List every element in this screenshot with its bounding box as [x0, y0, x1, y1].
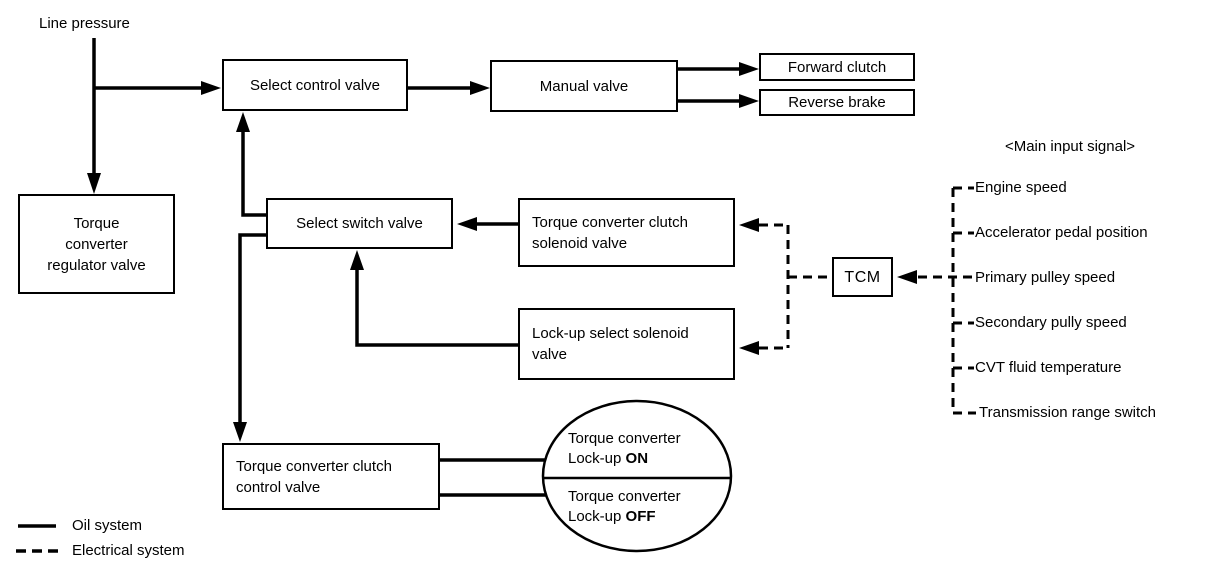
lockup-on-text: Torque converter Lock-up ON	[568, 429, 681, 469]
arrow-left-tcc-solenoid	[739, 218, 759, 232]
lockup-off-prefix: Lock-up	[568, 508, 626, 525]
electrical-system-lines	[759, 186, 976, 415]
arrow-left-select-switch	[457, 217, 477, 231]
lockup-on-state: ON	[625, 450, 649, 467]
tcc-solenoid-line2: solenoid valve	[532, 234, 628, 252]
tcm-label: TCM	[844, 268, 881, 286]
regulator-valve-line3: regulator valve	[47, 256, 146, 274]
arrow-right-manual-valve	[470, 81, 490, 95]
input-signal-item: Secondary pully speed	[975, 314, 1127, 331]
arrow-right-select-control	[201, 81, 221, 95]
input-signal-item: Primary pulley speed	[975, 269, 1116, 286]
arrow-up-select-control	[236, 112, 250, 132]
arrow-down-clutch-control	[233, 422, 247, 442]
lockup-on-line1: Torque converter	[568, 430, 681, 447]
tcm-box: TCM	[832, 257, 893, 297]
input-signal-item: Transmission range switch	[979, 404, 1157, 421]
input-signal-item: CVT fluid temperature	[975, 359, 1122, 376]
switch-to-control-valve-line	[241, 132, 266, 217]
manual-valve-label: Manual valve	[539, 77, 629, 95]
input-signal-item: Accelerator pedal position	[975, 224, 1148, 241]
arrow-left-tcm	[897, 270, 917, 284]
lockup-select-solenoid-valve-box: Lock-up select solenoid valve	[518, 308, 735, 380]
arrow-right-forward-clutch	[739, 62, 759, 76]
line-pressure-label: Line pressure	[39, 15, 130, 32]
select-control-valve-box: Select control valve	[222, 59, 408, 111]
lockup-off-text: Torque converter Lock-up OFF	[568, 487, 681, 527]
lockup-solenoid-line1: Lock-up select solenoid	[532, 325, 689, 342]
lockup-solenoid-to-switch-line	[355, 270, 518, 347]
forward-clutch-box: Forward clutch	[759, 53, 915, 81]
select-switch-valve-label: Select switch valve	[296, 215, 423, 232]
tcc-control-line1: Torque converter clutch	[236, 457, 392, 475]
main-input-signal-header: <Main input signal>	[1004, 138, 1136, 155]
arrowheads	[87, 62, 917, 442]
torque-converter-clutch-solenoid-valve-box: Torque converter clutch solenoid valve	[518, 198, 735, 267]
reverse-brake-label: Reverse brake	[788, 94, 886, 111]
legend-oil-label: Oil system	[72, 517, 143, 534]
torque-converter-regulator-valve-box: Torque converter regulator valve	[18, 194, 175, 294]
tcc-solenoid-line1: Torque converter clutch	[532, 213, 688, 231]
lockup-off-state: OFF	[625, 508, 656, 525]
select-switch-valve-box: Select switch valve	[266, 198, 453, 249]
lockup-on-prefix: Lock-up	[568, 450, 626, 467]
arrow-right-reverse-brake	[739, 94, 759, 108]
switch-to-clutch-control-line	[238, 233, 266, 423]
input-signal-item: Engine speed	[975, 179, 1067, 196]
select-control-valve-label: Select control valve	[249, 76, 381, 94]
regulator-valve-line1: Torque	[73, 214, 120, 232]
tcc-control-line2: control valve	[236, 478, 321, 496]
arrow-down-regulator	[87, 173, 101, 194]
manual-valve-box: Manual valve	[490, 60, 678, 112]
lockup-off-line1: Torque converter	[568, 488, 681, 505]
reverse-brake-box: Reverse brake	[759, 89, 915, 116]
oil-system-lines	[92, 38, 741, 497]
regulator-valve-line2: converter	[65, 235, 128, 253]
lockup-solenoid-line2: valve	[532, 346, 568, 363]
arrow-left-lockup-solenoid	[739, 341, 759, 355]
torque-converter-clutch-control-valve-box: Torque converter clutch control valve	[222, 443, 440, 510]
legend-electrical-label: Electrical system	[72, 542, 185, 559]
arrow-up-select-switch	[350, 250, 364, 270]
lockup-state-ellipse	[541, 399, 733, 553]
forward-clutch-label: Forward clutch	[787, 58, 887, 76]
